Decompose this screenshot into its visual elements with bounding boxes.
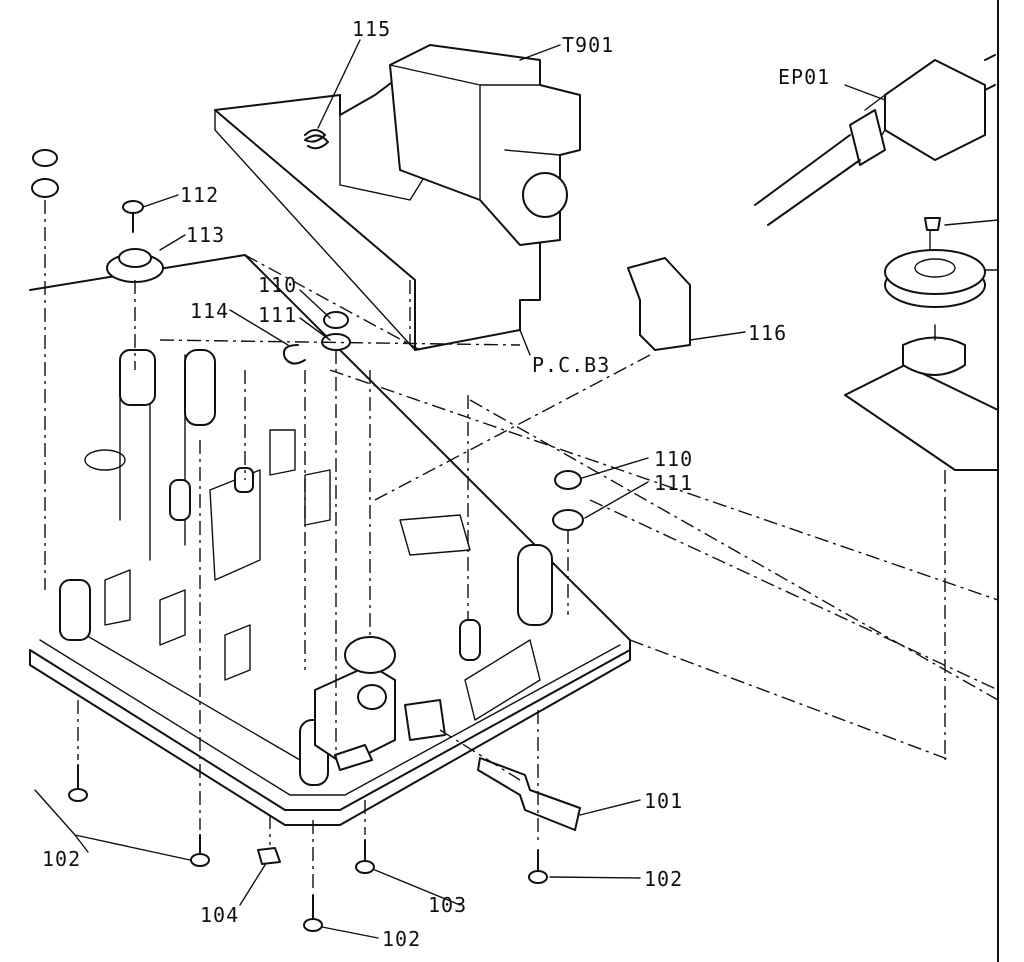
rubber-foot-104	[257, 847, 281, 865]
label-110-right: 110	[654, 447, 693, 471]
screws-102-103	[68, 764, 548, 932]
label-111-left: 111	[258, 303, 297, 327]
screw-112	[122, 200, 144, 233]
chassis-base	[29, 254, 631, 826]
transformer-t901	[389, 44, 581, 246]
label-pcb3: P.C.B3	[532, 353, 610, 377]
volume-control-assembly	[844, 217, 999, 471]
label-ep01: EP01	[778, 65, 830, 89]
label-102-right: 102	[644, 867, 683, 891]
label-110-left: 110	[258, 273, 297, 297]
clip-114	[282, 344, 306, 365]
power-cord-ep01	[754, 54, 996, 226]
label-112: 112	[180, 183, 219, 207]
label-102-left: 102	[42, 847, 81, 871]
spring-115	[304, 129, 329, 150]
washer-110-left	[321, 311, 351, 351]
washer-110-right	[552, 470, 584, 531]
shaft-101	[477, 757, 581, 831]
part-labels: 115 T901 EP01 112 113 110 111 114 116 P.…	[42, 17, 830, 951]
leader-lines	[34, 39, 999, 939]
left-edge-washers	[31, 149, 59, 198]
label-114: 114	[190, 299, 229, 323]
bracket-116	[627, 257, 691, 351]
foot-113	[106, 248, 164, 283]
label-116: 116	[748, 321, 787, 345]
label-101: 101	[644, 789, 683, 813]
label-113: 113	[186, 223, 225, 247]
assembly-guide-lines	[44, 200, 999, 890]
label-t901: T901	[562, 33, 614, 57]
label-104: 104	[200, 903, 239, 927]
label-111-right: 111	[654, 471, 693, 495]
label-115: 115	[352, 17, 391, 41]
label-102-bottom: 102	[382, 927, 421, 951]
label-103: 103	[428, 893, 467, 917]
